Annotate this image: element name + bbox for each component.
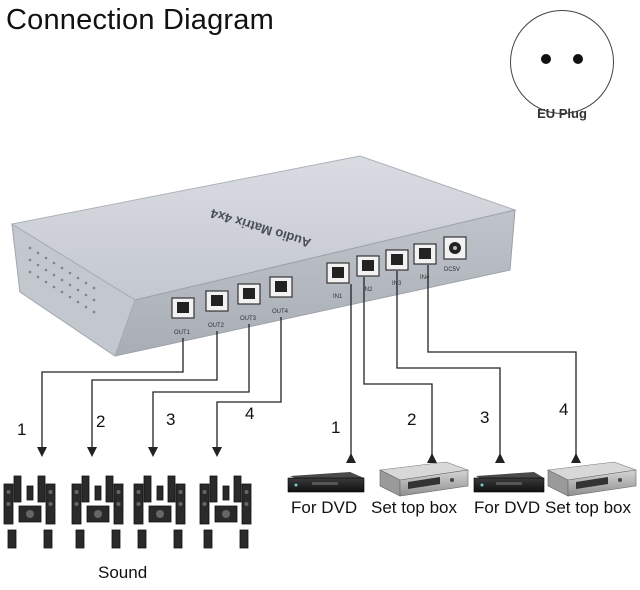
dvd-player-2-icon [473, 472, 545, 493]
port-in2-label: IN2 [363, 287, 373, 293]
line-in4 [427, 265, 581, 463]
port-in2-jack [362, 260, 374, 271]
input-number-2: 2 [407, 410, 417, 429]
device-label-1: For DVD [291, 498, 358, 517]
line-out2 [87, 331, 218, 457]
port-out4-label: OUT4 [272, 309, 289, 315]
device-label-4: Set top box [545, 498, 632, 517]
port-out2-label: OUT2 [208, 323, 225, 329]
line-in2 [363, 277, 437, 463]
port-out3-label: OUT3 [240, 316, 257, 322]
output-number-2: 2 [96, 412, 106, 431]
output-number-3: 3 [166, 410, 176, 429]
port-in4-label: IN4 [420, 275, 430, 281]
line-out3 [148, 324, 250, 457]
port-out3-jack [243, 288, 255, 299]
plug-pin-left [541, 54, 551, 64]
speaker-set-icon [3, 475, 56, 549]
input-number-1: 1 [331, 418, 341, 437]
speaker-set-2-icon [71, 475, 124, 549]
dvd-player-1-icon [287, 472, 365, 493]
port-in1-jack [332, 267, 344, 278]
set-top-box-2-icon [546, 461, 637, 497]
line-out1 [37, 338, 184, 457]
port-in4-jack [419, 248, 431, 259]
set-top-box-1-icon [378, 461, 469, 497]
line-out4 [212, 317, 282, 457]
output-number-4: 4 [245, 404, 255, 423]
output-number-1: 1 [17, 420, 27, 439]
speaker-set-4-icon [199, 475, 252, 549]
plug-pin-right [573, 54, 583, 64]
input-number-3: 3 [480, 408, 490, 427]
eu-plug-icon: EU Plug [510, 10, 614, 121]
diagram-title: Connection Diagram [6, 4, 274, 36]
device-label-3: For DVD [474, 498, 541, 517]
output-lines [37, 317, 282, 457]
line-in3 [396, 271, 505, 463]
speaker-set-3-icon [133, 475, 186, 549]
output-ports: OUT1 OUT2 OUT3 OUT4 [171, 276, 293, 336]
audio-matrix-device: Audio Matrix 4x4 OUT1 OUT2 OUT3 OUT4 IN1… [11, 155, 517, 357]
port-in3-jack [391, 254, 403, 265]
port-out2-jack [211, 295, 223, 306]
input-lines [346, 265, 581, 463]
port-in1-label: IN1 [333, 294, 343, 300]
port-dc-label: DC5V [444, 267, 460, 273]
input-ports: IN1 IN2 IN3 IN4 DC5V [326, 236, 467, 300]
plug-label: EU Plug [537, 106, 587, 121]
sound-label: Sound [98, 563, 148, 582]
device-label-2: Set top box [371, 498, 458, 517]
port-out1-jack [177, 302, 189, 313]
port-out4-jack [275, 281, 287, 292]
port-out1-label: OUT1 [174, 330, 191, 336]
input-number-4: 4 [559, 400, 569, 419]
